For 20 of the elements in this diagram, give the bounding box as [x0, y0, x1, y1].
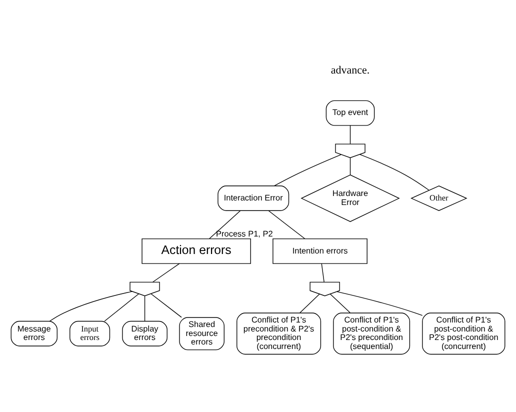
node-gate — [335, 143, 366, 158]
connector — [49, 290, 133, 322]
connector — [152, 262, 180, 282]
node-gate — [130, 281, 160, 296]
connector — [274, 154, 342, 186]
node-box: Action errors — [142, 238, 251, 264]
connector — [104, 293, 140, 321]
connector — [150, 293, 182, 318]
connector — [144, 295, 146, 321]
connector — [360, 154, 430, 190]
connector — [321, 262, 324, 282]
connector — [350, 156, 351, 175]
node-gate — [310, 281, 340, 296]
connector — [300, 293, 320, 313]
label: advance. — [330, 64, 370, 76]
connector — [350, 124, 351, 144]
connector — [209, 210, 241, 238]
connector — [336, 290, 423, 316]
connector — [330, 293, 351, 313]
connector — [268, 210, 306, 238]
